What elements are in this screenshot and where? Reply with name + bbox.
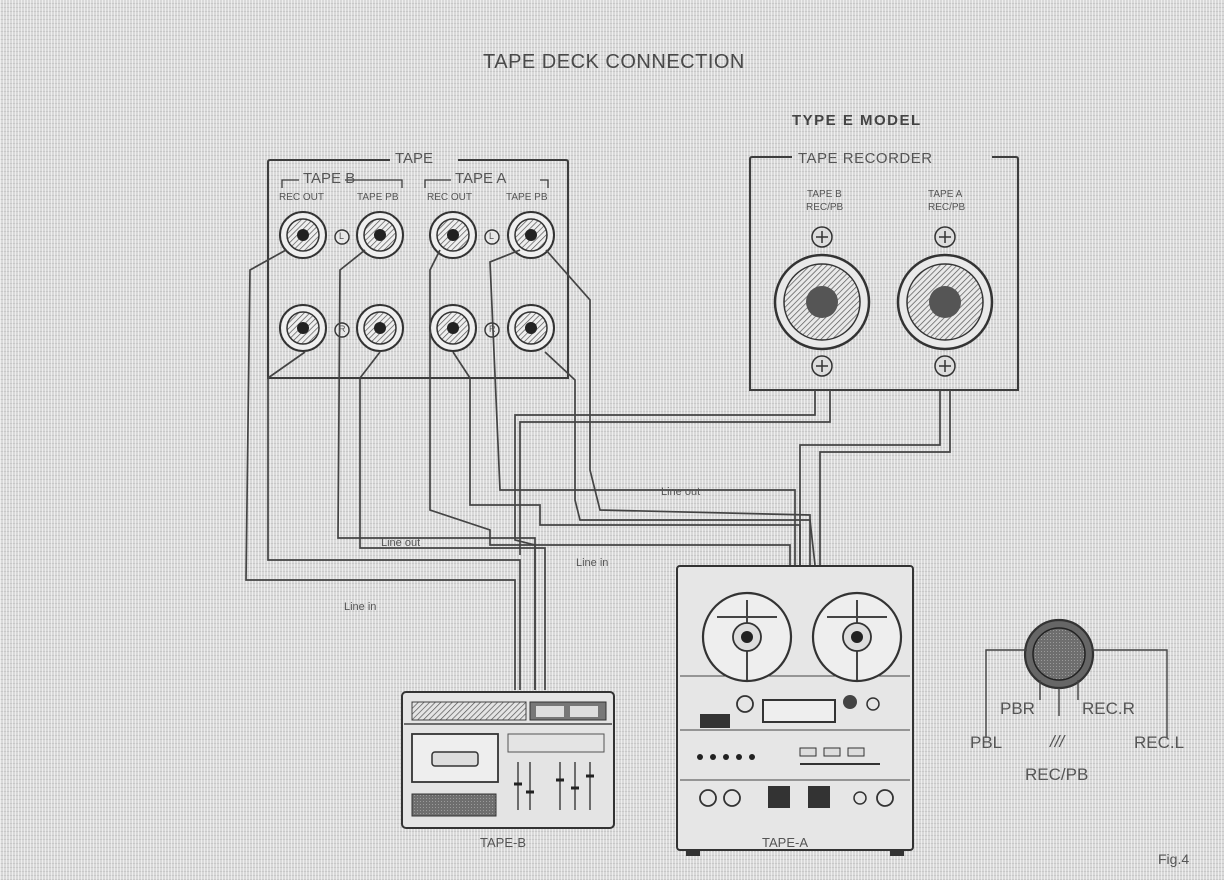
tape-recorder-label: TAPE RECORDER [798,150,933,167]
cable [245,249,516,690]
cable [545,249,811,565]
channel-mark-r: R [489,324,496,334]
recorder-panel [749,156,1019,391]
cable [799,390,941,565]
cable [514,390,816,690]
cable-label-line-out: Line out [381,537,421,549]
tape-b-bracket [281,179,403,188]
channel-mark-l: L [339,231,345,241]
channel-mark-l: L [489,231,495,241]
tape-a-label: TAPE A [455,170,507,187]
din-pinout-diagram [985,618,1168,738]
figure-label: Fig.4 [1158,851,1190,867]
recorder-panel-outline [749,156,1019,391]
tape-b-din-label: TAPE B [807,189,842,200]
reel-right [811,591,903,683]
cable [489,249,796,565]
channel-mark-r: R [339,324,346,334]
jack-label-rec-out-a: REC OUT [427,192,472,203]
tape-a-deck [676,565,914,856]
tape-a-din-label: TAPE A [928,189,963,200]
cable-label-line-in: Line in [344,601,377,613]
tape-a-device-label: TAPE-A [762,835,808,850]
amp-panel-outline [267,159,569,379]
pin-label-pbr: PBR [1000,699,1035,718]
cable [429,249,791,565]
amp-panel [267,159,569,379]
tape-a-din-sublabel: REC/PB [928,202,966,213]
pin-label-pbl: PBL [970,733,1003,752]
tape-b-device-label: TAPE-B [480,835,526,850]
tape-a-bracket [424,179,549,188]
jack-label-rec-out-b: REC OUT [279,192,324,203]
channel-mark-circle [334,322,350,338]
ground-symbol: /// [1050,732,1065,751]
rca-jack [279,304,327,352]
rca-jack [507,304,555,352]
diagram-title: TAPE DECK CONNECTION [483,51,745,73]
cable [359,351,546,690]
cable [519,390,831,555]
amp-jacks [279,211,555,352]
cable-label-line-out: Line out [661,486,701,498]
reel-left [701,591,793,683]
model-label: TYPE E MODEL [792,112,922,129]
rca-jack [356,304,404,352]
rca-jack [356,211,404,259]
pin-label-rec-r: REC.R [1082,699,1135,718]
channel-mark-circle [484,229,500,245]
din-socket-tape-a [896,226,994,377]
tape-b-label: TAPE B [303,170,356,187]
cable-label-line-in: Line in [576,557,609,569]
cable [267,351,521,690]
jack-label-tape-pb-a: TAPE PB [506,192,548,203]
tape-b-din-sublabel: REC/PB [806,202,844,213]
rca-jack [429,304,477,352]
tape-b-deck [401,691,615,829]
cable [544,351,816,566]
cable [819,390,951,565]
cables [245,249,951,690]
rca-jack [279,211,327,259]
rca-jack [429,211,477,259]
pinout-caption: REC/PB [1025,765,1089,784]
tape-group-label: TAPE [395,150,434,167]
channel-mark-circle [334,229,350,245]
rca-jack [507,211,555,259]
jack-label-tape-pb-b: TAPE PB [357,192,399,203]
pin-label-rec-l: REC.L [1134,733,1185,752]
cable [452,351,801,565]
din-socket-tape-b [773,226,871,377]
din-sockets [773,226,994,377]
